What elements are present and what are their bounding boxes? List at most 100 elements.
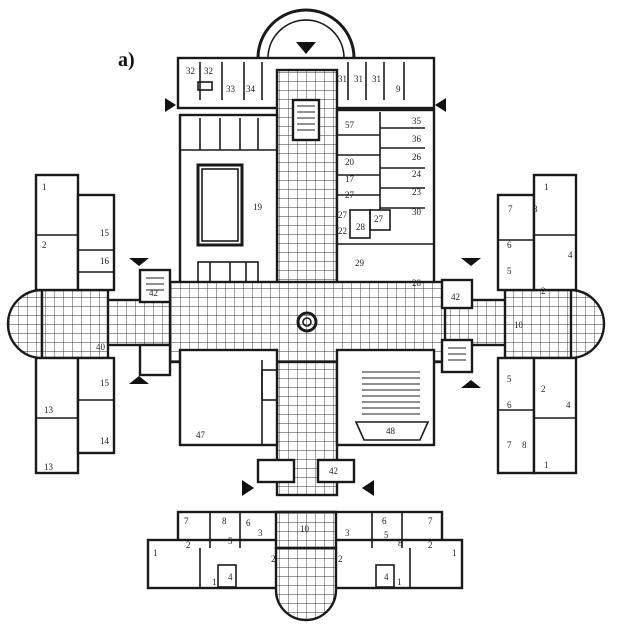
- entrance-arrow-icon: [296, 42, 316, 54]
- pool-basin: [196, 163, 244, 247]
- room-number: 16: [100, 256, 110, 266]
- entrance-arrow-icon: [129, 376, 149, 384]
- entrance-arrow-icon: [435, 98, 446, 112]
- east-apse: [568, 288, 606, 360]
- room-number: 4: [568, 250, 573, 260]
- room-number: 1: [397, 577, 402, 587]
- room-number: 2: [338, 554, 343, 564]
- room-number: 57: [345, 120, 355, 130]
- central-crossing: [168, 280, 447, 364]
- room-number: 6: [507, 240, 512, 250]
- room-number: 40: [96, 342, 106, 352]
- room-number: 7: [507, 440, 512, 450]
- room-number: 32: [204, 66, 213, 76]
- room-number: 5: [507, 266, 512, 276]
- west-wing-north-corridor: [76, 193, 116, 292]
- room-number: 30: [412, 207, 422, 217]
- room-number: 1: [153, 548, 158, 558]
- entrance-arrow-icon: [165, 98, 176, 112]
- room-number: 10: [300, 524, 310, 534]
- north-apse: [256, 8, 356, 59]
- room-number: 23: [412, 187, 422, 197]
- room-number: 35: [412, 116, 422, 126]
- entrance-arrow-icon: [129, 258, 149, 266]
- room-number: 5: [228, 536, 233, 546]
- room-number: 15: [100, 378, 110, 388]
- west-wing-south-corridor: [76, 356, 116, 455]
- south-lobby: [274, 510, 338, 550]
- room-number: 6: [507, 400, 512, 410]
- room-number: 31: [354, 74, 363, 84]
- room-number: 27: [338, 210, 348, 220]
- room-number: 1: [452, 548, 457, 558]
- east-wing-north-rooms: [532, 173, 578, 292]
- room-number: 42: [149, 288, 158, 298]
- room-number: 2: [42, 240, 47, 250]
- east-center-block: [335, 108, 436, 302]
- room-number: 1: [544, 460, 549, 470]
- north-stair: [291, 98, 321, 142]
- room-number: 9: [396, 84, 401, 94]
- auditorium: [335, 348, 436, 447]
- room-number: 3: [345, 528, 350, 538]
- room-number: 32: [186, 66, 195, 76]
- west-apse: [6, 288, 44, 360]
- room-number: 2: [428, 540, 433, 550]
- room-number: 4: [384, 572, 389, 582]
- room-number: 42: [329, 466, 338, 476]
- room-number: 27: [374, 214, 384, 224]
- room-number: 13: [44, 405, 54, 415]
- figure-label: a): [118, 49, 135, 71]
- west-stair-north: [138, 268, 172, 304]
- room-number: 42: [451, 292, 460, 302]
- room-number: 7: [508, 204, 513, 214]
- room-number: 48: [386, 426, 396, 436]
- entrance-arrow-icon: [461, 258, 481, 266]
- room-number: 8: [222, 516, 227, 526]
- room-number: 34: [246, 84, 256, 94]
- room-number: 4: [566, 400, 571, 410]
- room-number: 20: [345, 157, 355, 167]
- room-number: 22: [338, 226, 347, 236]
- east-wing-north-corridor: [496, 193, 536, 292]
- room-number: 5: [507, 374, 512, 384]
- south-stair-west: [256, 458, 296, 484]
- room-number: 2: [541, 384, 546, 394]
- room-number: 47: [196, 430, 206, 440]
- room-number: 6: [246, 518, 251, 528]
- room-number: 8: [533, 204, 538, 214]
- room-number: 10: [514, 320, 524, 330]
- room-number: 28: [356, 222, 366, 232]
- entrance-arrow-icon: [461, 380, 481, 388]
- room-number: 28: [412, 278, 422, 288]
- room-number: 36: [412, 134, 422, 144]
- south-stair-east: [316, 458, 356, 484]
- room-number: 6: [382, 516, 387, 526]
- room-number: 1: [212, 577, 217, 587]
- room-number: 4: [228, 572, 233, 582]
- room-number: 33: [226, 84, 236, 94]
- room-number: 1: [544, 182, 549, 192]
- west-wing-north-rooms: [34, 173, 80, 292]
- room-number: 31: [372, 74, 381, 84]
- east-stair-south: [440, 338, 474, 374]
- entrance-arrow-icon: [362, 480, 374, 496]
- east-wing-south-rooms: [532, 356, 578, 475]
- entrance-arrow-icon: [242, 480, 254, 496]
- pool-hall: [178, 113, 279, 302]
- room-number: 13: [44, 462, 54, 472]
- room-number: 7: [428, 516, 433, 526]
- room-number: 2: [541, 286, 546, 296]
- room-number: 31: [338, 74, 347, 84]
- room-number: 26: [412, 152, 422, 162]
- room-number: 14: [100, 436, 110, 446]
- room-number: 15: [100, 228, 110, 238]
- room-number: 29: [355, 258, 365, 268]
- room-number: 24: [412, 169, 422, 179]
- south-apse: [274, 546, 338, 622]
- room-number: 8: [522, 440, 527, 450]
- west-stair-south: [138, 343, 172, 377]
- room-number: 7: [184, 516, 189, 526]
- room-number: 5: [384, 530, 389, 540]
